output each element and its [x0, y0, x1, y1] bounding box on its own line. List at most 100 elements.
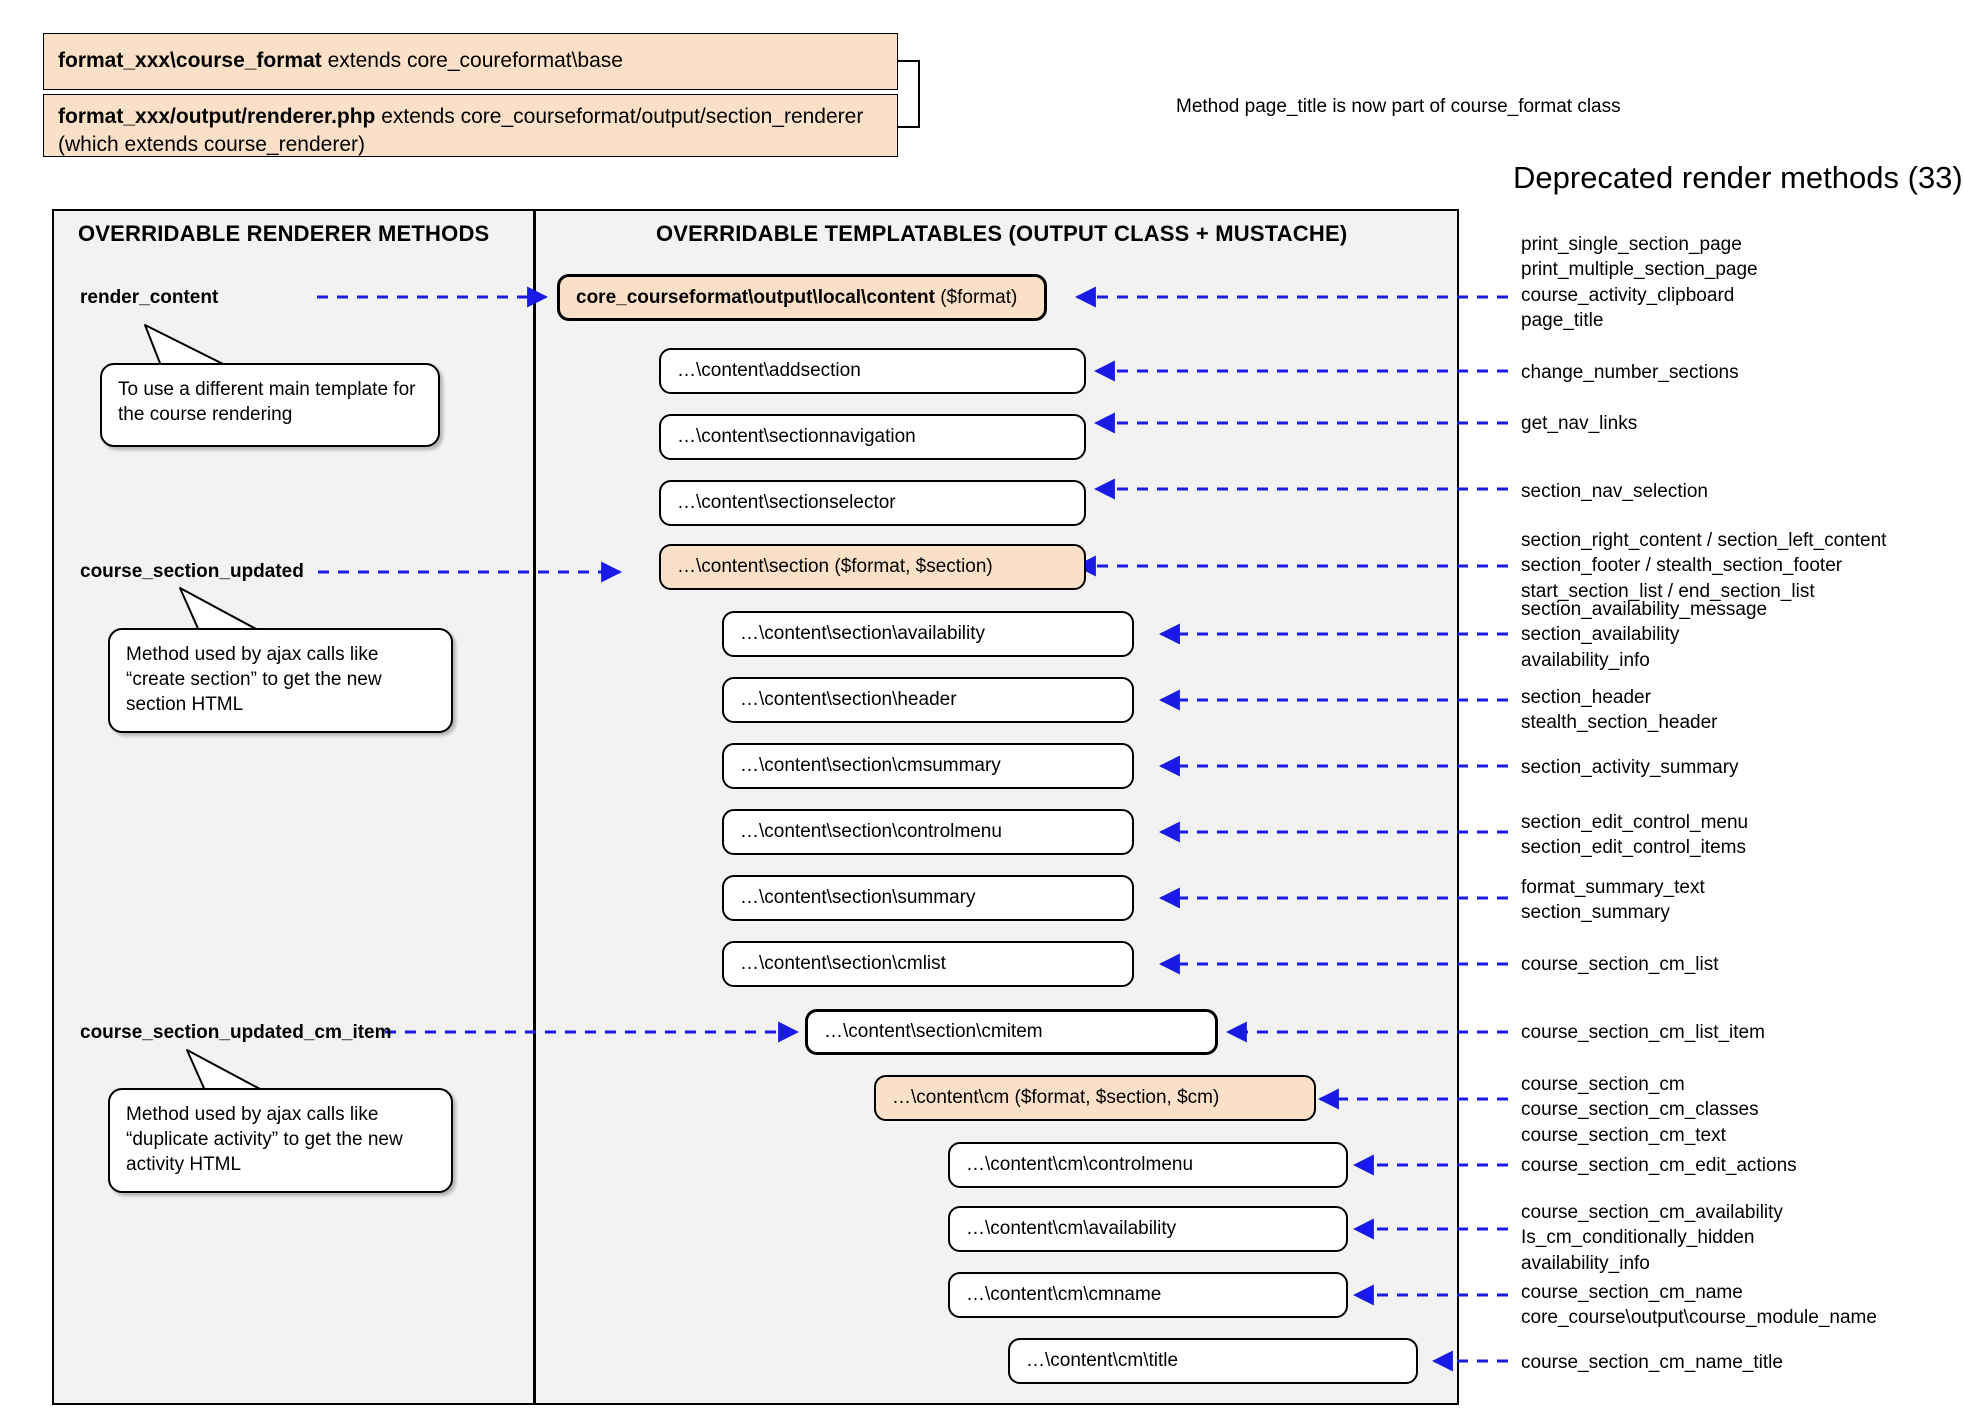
deprecated-group-2: get_nav_links: [1521, 411, 1637, 436]
templatable-box-section-cmitem[interactable]: …\content\section\cmitem: [805, 1009, 1218, 1055]
templatable-6-label: …\content\section\header: [740, 689, 957, 710]
callout-course-section-updated: Method used by ajax calls like “create s…: [108, 628, 453, 733]
header-box-course-format: format_xxx\course_format extends core_co…: [43, 33, 898, 90]
deprecated-line: page_title: [1521, 309, 1604, 331]
deprecated-line: course_section_cm_list: [1521, 954, 1719, 975]
templatable-8-label: …\content\section\controlmenu: [740, 821, 1002, 842]
left-panel-title: OVERRIDABLE RENDERER METHODS: [78, 221, 490, 246]
callout-render-content: To use a different main template for the…: [100, 363, 440, 447]
header-box-renderer-php: format_xxx/output/renderer.php extends c…: [43, 94, 898, 157]
deprecated-group-6: section_header stealth_section_header: [1521, 685, 1717, 736]
deprecated-line: Is_cm_conditionally_hidden: [1521, 1227, 1755, 1249]
deprecated-line: course_section_cm_name: [1521, 1282, 1743, 1303]
deprecated-line: change_number_sections: [1521, 362, 1739, 383]
templatable-box-cm[interactable]: …\content\cm ($format, $section, $cm): [874, 1075, 1316, 1121]
templatable-box-content[interactable]: core_courseformat\output\local\content (…: [557, 274, 1047, 321]
deprecated-group-13: course_section_cm_edit_actions: [1521, 1153, 1797, 1178]
templatable-10-label: …\content\section\cmlist: [740, 953, 946, 974]
templatable-box-section-controlmenu[interactable]: …\content\section\controlmenu: [722, 809, 1134, 855]
templatable-box-section-cmsummary[interactable]: …\content\section\cmsummary: [722, 743, 1134, 789]
deprecated-line: section_right_content / section_left_con…: [1521, 530, 1887, 551]
callout-course-section-updated-cm-item: Method used by ajax calls like “duplicat…: [108, 1088, 453, 1193]
deprecated-line: course_section_cm_classes: [1521, 1099, 1759, 1121]
deprecated-line: section_activity_summary: [1521, 757, 1739, 778]
deprecated-methods-title: Deprecated render methods (33): [1513, 160, 1963, 195]
templatable-11-label: …\content\section\cmitem: [824, 1021, 1043, 1042]
deprecated-group-8: section_edit_control_menu section_edit_c…: [1521, 810, 1748, 861]
templatable-3-label: …\content\sectionselector: [677, 492, 896, 513]
templatable-box-cm-controlmenu[interactable]: …\content\cm\controlmenu: [948, 1142, 1348, 1188]
templatable-box-cm-cmname[interactable]: …\content\cm\cmname: [948, 1272, 1348, 1318]
templatable-9-label: …\content\section\summary: [740, 887, 976, 908]
deprecated-group-15: course_section_cm_name core_course\outpu…: [1521, 1280, 1877, 1331]
deprecated-line: course_section_cm_name_title: [1521, 1352, 1783, 1373]
templatable-1-label: …\content\addsection: [677, 360, 861, 381]
templatable-box-section[interactable]: …\content\section ($format, $section): [659, 544, 1086, 590]
deprecated-line: format_summary_text: [1521, 877, 1705, 898]
deprecated-line: section_header: [1521, 687, 1651, 708]
center-panel-title: OVERRIDABLE TEMPLATABLES (OUTPUT CLASS +…: [656, 221, 1348, 246]
header-box2-strong: format_xxx/output/renderer.php: [58, 105, 376, 128]
deprecated-line: print_multiple_section_page: [1521, 259, 1758, 281]
deprecated-group-11: course_section_cm_list_item: [1521, 1020, 1765, 1045]
deprecated-line: section_nav_selection: [1521, 481, 1708, 502]
templatable-box-sectionselector[interactable]: …\content\sectionselector: [659, 480, 1086, 526]
deprecated-line: section_availability_message: [1521, 599, 1768, 620]
templatable-12-label: …\content\cm ($format, $section, $cm): [892, 1087, 1220, 1108]
center-panel-overridable-templatables: [534, 209, 1459, 1405]
deprecated-line: availability_info: [1521, 1252, 1650, 1274]
header-note-bracket: [898, 60, 920, 128]
templatable-box-section-summary[interactable]: …\content\section\summary: [722, 875, 1134, 921]
deprecated-line: section_edit_control_items: [1521, 837, 1746, 859]
renderer-method-render-content[interactable]: render_content: [80, 287, 219, 308]
templatable-15-label: …\content\cm\cmname: [966, 1284, 1162, 1305]
header-box2-rest: extends core_courseformat/output/section…: [58, 105, 864, 157]
deprecated-group-1: change_number_sections: [1521, 360, 1739, 385]
deprecated-line: course_section_cm_edit_actions: [1521, 1155, 1797, 1176]
header-box1-rest: extends core_coureformat\base: [321, 49, 623, 73]
deprecated-group-4: section_right_content / section_left_con…: [1521, 528, 1886, 604]
deprecated-group-12: course_section_cm course_section_cm_clas…: [1521, 1072, 1759, 1148]
deprecated-line: section_availability: [1521, 624, 1680, 646]
deprecated-line: course_section_cm: [1521, 1074, 1685, 1095]
deprecated-line: course_section_cm_text: [1521, 1124, 1726, 1146]
templatable-16-label: …\content\cm\title: [1026, 1350, 1179, 1371]
templatable-box-section-availability[interactable]: …\content\section\availability: [722, 611, 1134, 657]
callout-3-text: Method used by ajax calls like “duplicat…: [126, 1104, 403, 1176]
templatable-box-sectionnavigation[interactable]: …\content\sectionnavigation: [659, 414, 1086, 460]
templatable-box-addsection[interactable]: …\content\addsection: [659, 348, 1086, 394]
deprecated-line: core_course\output\course_module_name: [1521, 1307, 1877, 1329]
deprecated-group-5: section_availability_message section_ava…: [1521, 597, 1767, 673]
templatable-box-cm-availability[interactable]: …\content\cm\availability: [948, 1206, 1348, 1252]
templatable-0-rest: ($format): [934, 286, 1018, 308]
templatable-14-label: …\content\cm\availability: [966, 1218, 1177, 1239]
deprecated-line: section_summary: [1521, 902, 1670, 924]
deprecated-group-16: course_section_cm_name_title: [1521, 1350, 1783, 1375]
deprecated-line: course_section_cm_availability: [1521, 1202, 1783, 1223]
deprecated-group-14: course_section_cm_availability Is_cm_con…: [1521, 1200, 1783, 1276]
templatable-5-label: …\content\section\availability: [740, 623, 986, 644]
deprecated-group-0: print_single_section_page print_multiple…: [1521, 232, 1758, 333]
deprecated-group-9: format_summary_text section_summary: [1521, 875, 1705, 926]
deprecated-line: course_section_cm_list_item: [1521, 1022, 1765, 1043]
renderer-method-course-section-updated-cm-item[interactable]: course_section_updated_cm_item: [80, 1022, 392, 1043]
templatable-box-section-cmlist[interactable]: …\content\section\cmlist: [722, 941, 1134, 987]
callout-1-text: To use a different main template for the…: [118, 379, 416, 426]
deprecated-line: stealth_section_header: [1521, 712, 1718, 734]
renderer-method-course-section-updated[interactable]: course_section_updated: [80, 561, 304, 582]
templatable-box-cm-title[interactable]: …\content\cm\title: [1008, 1338, 1418, 1384]
deprecated-line: course_activity_clipboard: [1521, 284, 1735, 306]
deprecated-group-3: section_nav_selection: [1521, 479, 1708, 504]
templatable-7-label: …\content\section\cmsummary: [740, 755, 1001, 776]
header-note-text: Method page_title is now part of course_…: [1176, 96, 1621, 117]
templatable-0-strong: core_courseformat\output\local\content: [576, 286, 935, 308]
header-box1-strong: format_xxx\course_format: [58, 49, 322, 73]
deprecated-line: section_edit_control_menu: [1521, 812, 1749, 833]
deprecated-group-7: section_activity_summary: [1521, 755, 1739, 780]
templatable-13-label: …\content\cm\controlmenu: [966, 1154, 1194, 1175]
templatable-4-label: …\content\section ($format, $section): [677, 556, 993, 577]
deprecated-line: print_single_section_page: [1521, 234, 1742, 255]
templatable-2-label: …\content\sectionnavigation: [677, 426, 916, 447]
templatable-box-section-header[interactable]: …\content\section\header: [722, 677, 1134, 723]
deprecated-group-10: course_section_cm_list: [1521, 952, 1718, 977]
